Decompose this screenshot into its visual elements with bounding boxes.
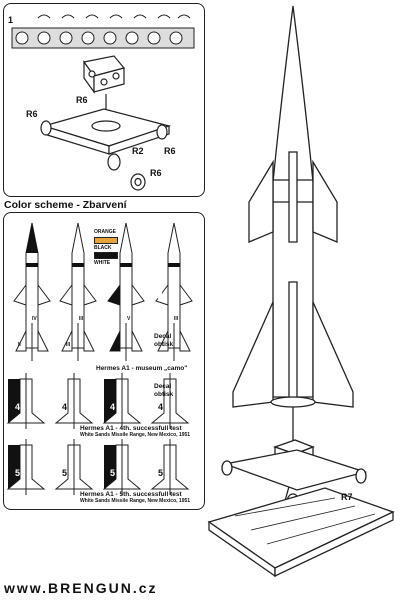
roman-r1b-4: I <box>162 342 164 348</box>
part-label-r6-upper: R6 <box>76 95 88 105</box>
legend-orange-label: ORANGE <box>94 229 116 235</box>
number-r3-1: 5 <box>15 468 21 478</box>
roman-r1-1: IV <box>32 316 37 322</box>
color-scheme-heading: Color scheme - Zbarvení <box>4 199 127 211</box>
roman-r1b-1: II <box>18 342 21 348</box>
part-label-r6-left: R6 <box>26 109 38 119</box>
part-label-r6-wheel: R6 <box>150 168 162 178</box>
number-r3-4: 5 <box>158 468 164 478</box>
part-label-r2: R2 <box>132 146 144 156</box>
number-r2-1: 4 <box>15 402 21 412</box>
decal-note-2: obtisk <box>154 341 174 348</box>
rocket-profiles-row3 <box>6 439 190 495</box>
caption-museum: Hermes A1 - museum „camo" <box>96 365 188 372</box>
number-r2-3: 4 <box>110 402 116 412</box>
decal-note-4: obtisk <box>154 391 174 398</box>
footer-website: www.BRENGUN.cz <box>4 580 158 596</box>
legend-orange-swatch <box>94 237 118 244</box>
legend-black-label: BLACK <box>94 245 112 251</box>
roman-r1b-3: I <box>114 342 116 348</box>
legend-black-swatch <box>94 252 118 259</box>
step-number: 1 <box>8 15 14 25</box>
color-scheme-panel: ORANGE BLACK WHITE IV III V III II III <box>3 212 205 510</box>
part-label-r7: R7 <box>341 492 353 502</box>
sprue-parts-illustration <box>11 14 195 49</box>
roman-r1-3: V <box>127 316 131 322</box>
decal-note-1: Decal <box>154 333 172 340</box>
part-label-r6-right: R6 <box>164 146 176 156</box>
caption-5th-test: Hermes A1 - 5th. successfull test <box>80 491 182 498</box>
rocket-profiles-row2 <box>6 373 190 429</box>
roman-r1-2: III <box>79 316 84 322</box>
caption-5th-location: White Sands Missile Range, New Mexico, 1… <box>80 498 191 504</box>
number-r2-2: 4 <box>62 402 68 412</box>
roman-r1b-2: III <box>66 342 71 348</box>
number-r3-2: 5 <box>62 468 68 478</box>
rocket-profiles-row1 <box>13 222 193 362</box>
number-r3-3: 5 <box>110 468 116 478</box>
number-r2-4: 4 <box>158 402 164 412</box>
decal-note-3: Decal <box>154 383 172 390</box>
assembly-step-panel: 1 R6 R6 R2 R6 R6 <box>3 3 205 197</box>
roman-r1-4: III <box>174 316 179 322</box>
caption-4th-location: White Sands Missile Range, New Mexico, 1… <box>80 432 191 438</box>
caption-4th-test: Hermes A1 - 4th. successfull test <box>80 425 182 432</box>
rocket-assembly-illustration <box>207 5 395 578</box>
legend-white-label: WHITE <box>94 260 111 266</box>
launch-stand-illustration <box>40 55 172 191</box>
